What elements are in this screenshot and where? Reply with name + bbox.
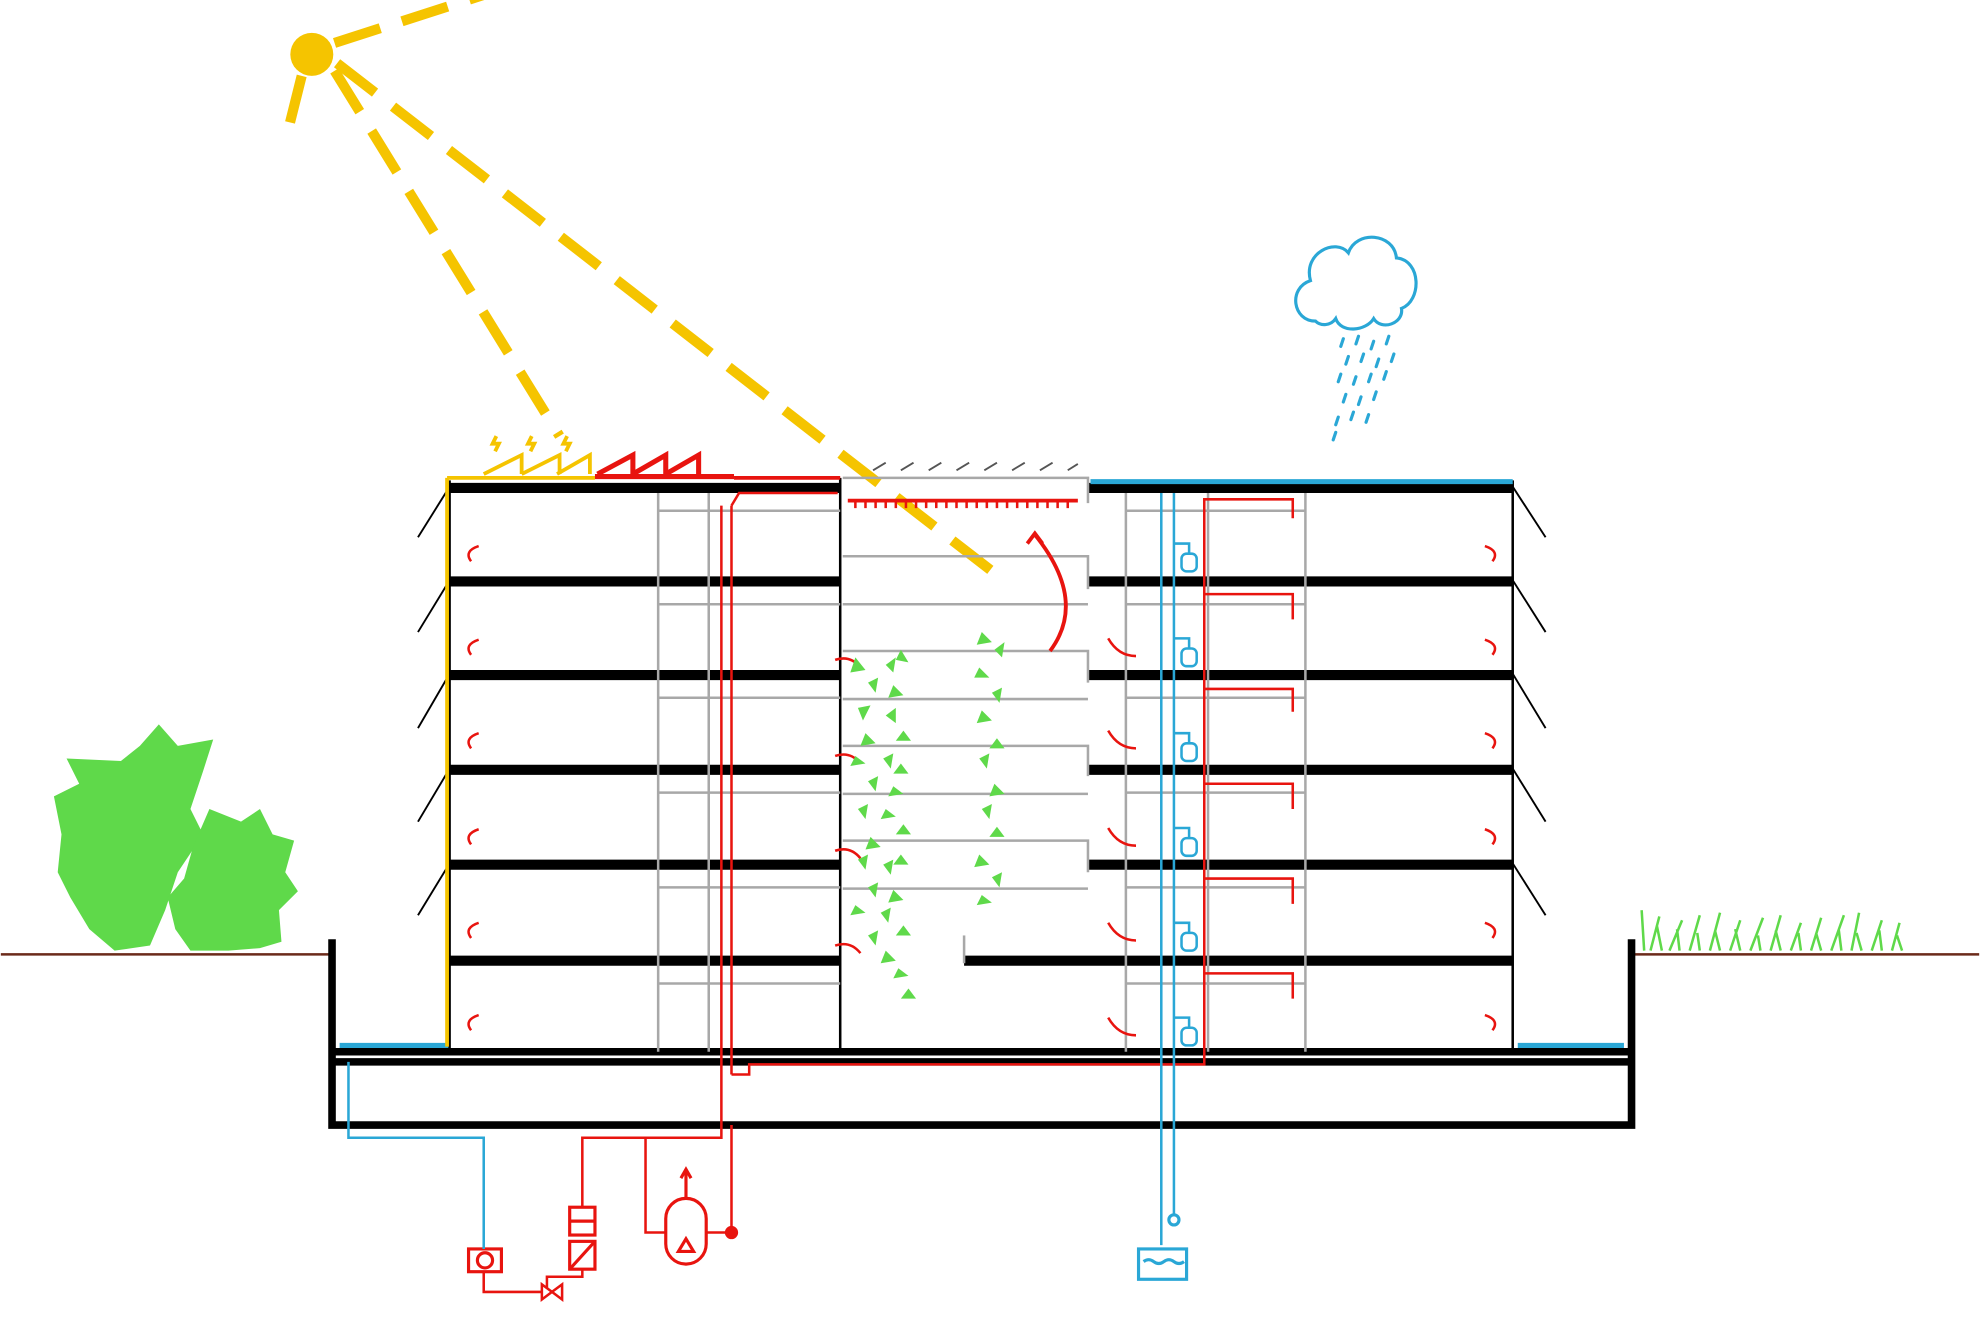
floor-slabs: [449, 482, 1513, 966]
atrium-skylight: [872, 461, 1079, 472]
tree-icon: [53, 724, 298, 951]
water-fixtures: [1180, 552, 1198, 1047]
sun-shades: [417, 486, 1547, 916]
heat-arrows: [467, 530, 1497, 1037]
heating-pipes: [482, 491, 1295, 1294]
heat-exchanger-icon: [568, 1205, 597, 1271]
atrium-vent-grille: [847, 498, 1078, 509]
partitions: [656, 493, 1307, 1052]
boiler-icon: [664, 1166, 739, 1266]
pump-icon: [466, 1247, 503, 1274]
rain-drops: [1331, 334, 1396, 442]
facades: [448, 477, 1514, 1052]
solar-thermal-collectors: [594, 450, 841, 480]
grass-icon: [1640, 910, 1904, 952]
sun-rays: [281, 0, 1006, 583]
rain-cloud-icon: [1294, 235, 1418, 331]
water-tank-icon: [1136, 1213, 1189, 1281]
pv-panels: [482, 435, 592, 476]
pv-cable: [445, 475, 595, 1047]
basement-foundation: [328, 939, 1636, 1129]
water-pipes: [347, 493, 1191, 1249]
atrium-plants: [850, 632, 1005, 999]
atrium-floors: [842, 476, 1090, 964]
valve-icon: [540, 1281, 564, 1303]
sun-icon: [290, 32, 334, 76]
